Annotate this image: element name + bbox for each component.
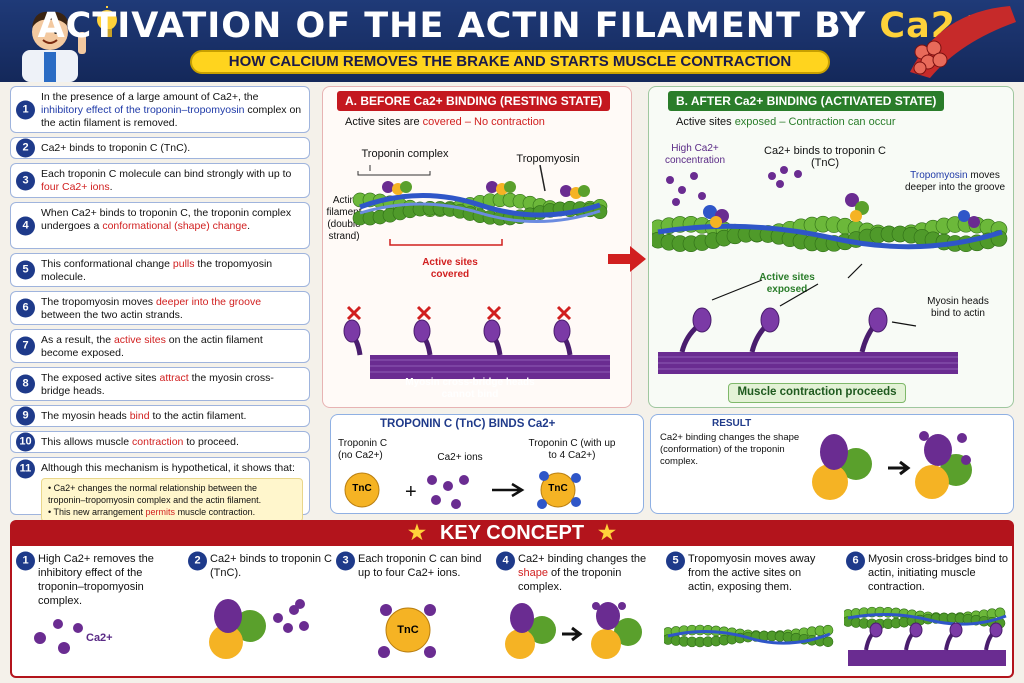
panel-before-binding — [322, 86, 632, 408]
ca-binds-tnc-label: Ca2+ binds to troponin C (TnC) — [764, 145, 886, 169]
panel-b-status: Active sites exposed – Contraction can o… — [676, 116, 896, 128]
scientist-illustration — [22, 11, 86, 82]
step-number: 2 — [16, 138, 35, 158]
step-number: 6 — [16, 298, 35, 318]
tnc-binding-box — [330, 414, 644, 514]
step-number: 8 — [16, 374, 35, 394]
step-number: 10 — [16, 432, 35, 452]
step-number: 1 — [16, 100, 35, 119]
step-number: 11 — [16, 459, 35, 479]
panel-b-title: B. AFTER Ca2+ BINDING (ACTIVATED STATE) — [668, 91, 945, 111]
page-subtitle: HOW CALCIUM REMOVES THE BRAKE AND STARTS… — [190, 50, 830, 74]
troponin-complex-illustration — [209, 599, 309, 659]
page-title: ACTIVATION OF THE ACTIN FILAMENT BY Ca2+ — [37, 6, 987, 46]
calcium-ions-illustration — [34, 619, 83, 654]
ca-ions-label: Ca2+ ions — [437, 452, 483, 463]
myosin-bind-label: Myosin heads bind to actin — [927, 296, 989, 319]
step-number: 4 — [16, 216, 35, 235]
tropomyosin-shift-illustration — [664, 624, 834, 648]
actin-bead — [822, 636, 834, 648]
star-icon: ★ — [408, 522, 426, 544]
tropomyosin-moves-label: Tropomyosin moves deeper into the groove — [904, 170, 1006, 193]
resting-actin-diagram — [343, 165, 610, 379]
step-number: 7 — [16, 336, 35, 356]
myosin-cannot-bind-label: Myosin cross-bridge heads cannot bind — [405, 377, 535, 400]
actin-filament-label: Actin filament (double strand) — [326, 195, 362, 242]
myosin-binding-illustration — [844, 606, 1007, 666]
step-11-notes: • Ca2+ changes the normal relationship b… — [41, 478, 303, 522]
result-title: RESULT — [712, 418, 752, 429]
panel-a-status: Active sites are covered – No contractio… — [345, 116, 545, 128]
tnc-no-ca-label: Troponin C (no Ca2+) — [338, 438, 388, 461]
tnc-label-key: TnC — [397, 624, 419, 636]
ca-label: Ca2+ — [86, 632, 113, 644]
contraction-proceeds-badge: Muscle contraction proceeds — [728, 383, 906, 403]
svg-text:+: + — [405, 481, 417, 503]
muscle-fiber-icon — [910, 6, 1016, 78]
active-sites-exposed-label: Active sites exposed — [759, 272, 815, 295]
step-number: 3 — [16, 171, 35, 190]
transition-arrow-icon — [608, 246, 646, 272]
tnc-with-ca-label: Troponin C (with up to 4 Ca2+) — [528, 438, 616, 461]
tnc-binding-illustration: + — [344, 471, 581, 509]
shape-change-illustration — [505, 602, 642, 659]
panel-a-title: A. BEFORE Ca2+ BINDING (RESTING STATE) — [337, 91, 611, 111]
tropomyosin-label: Tropomyosin — [516, 153, 580, 165]
star-icon: ★ — [598, 522, 616, 544]
activated-actin-diagram — [652, 166, 1008, 374]
result-text: Ca2+ binding changes the shape (conforma… — [660, 432, 800, 467]
key-concept-bar: ★KEY CONCEPT★ — [10, 520, 1014, 546]
conformation-change-illustration — [812, 431, 972, 500]
tnc-four-ca-illustration — [378, 604, 436, 658]
step-number: 5 — [16, 260, 35, 280]
tnc-label-right: TnC — [548, 483, 568, 494]
high-calcium-label: High Ca2+ concentration — [664, 143, 726, 166]
tnc-box-title: TROPONIN C (TnC) BINDS Ca2+ — [380, 418, 556, 430]
tnc-label-left: TnC — [352, 483, 372, 494]
troponin-complex-label: Troponin complex — [361, 148, 449, 160]
lightbulb-icon — [97, 6, 117, 37]
step-number: 9 — [16, 406, 35, 426]
active-sites-covered-label: Active sites covered — [422, 257, 478, 280]
